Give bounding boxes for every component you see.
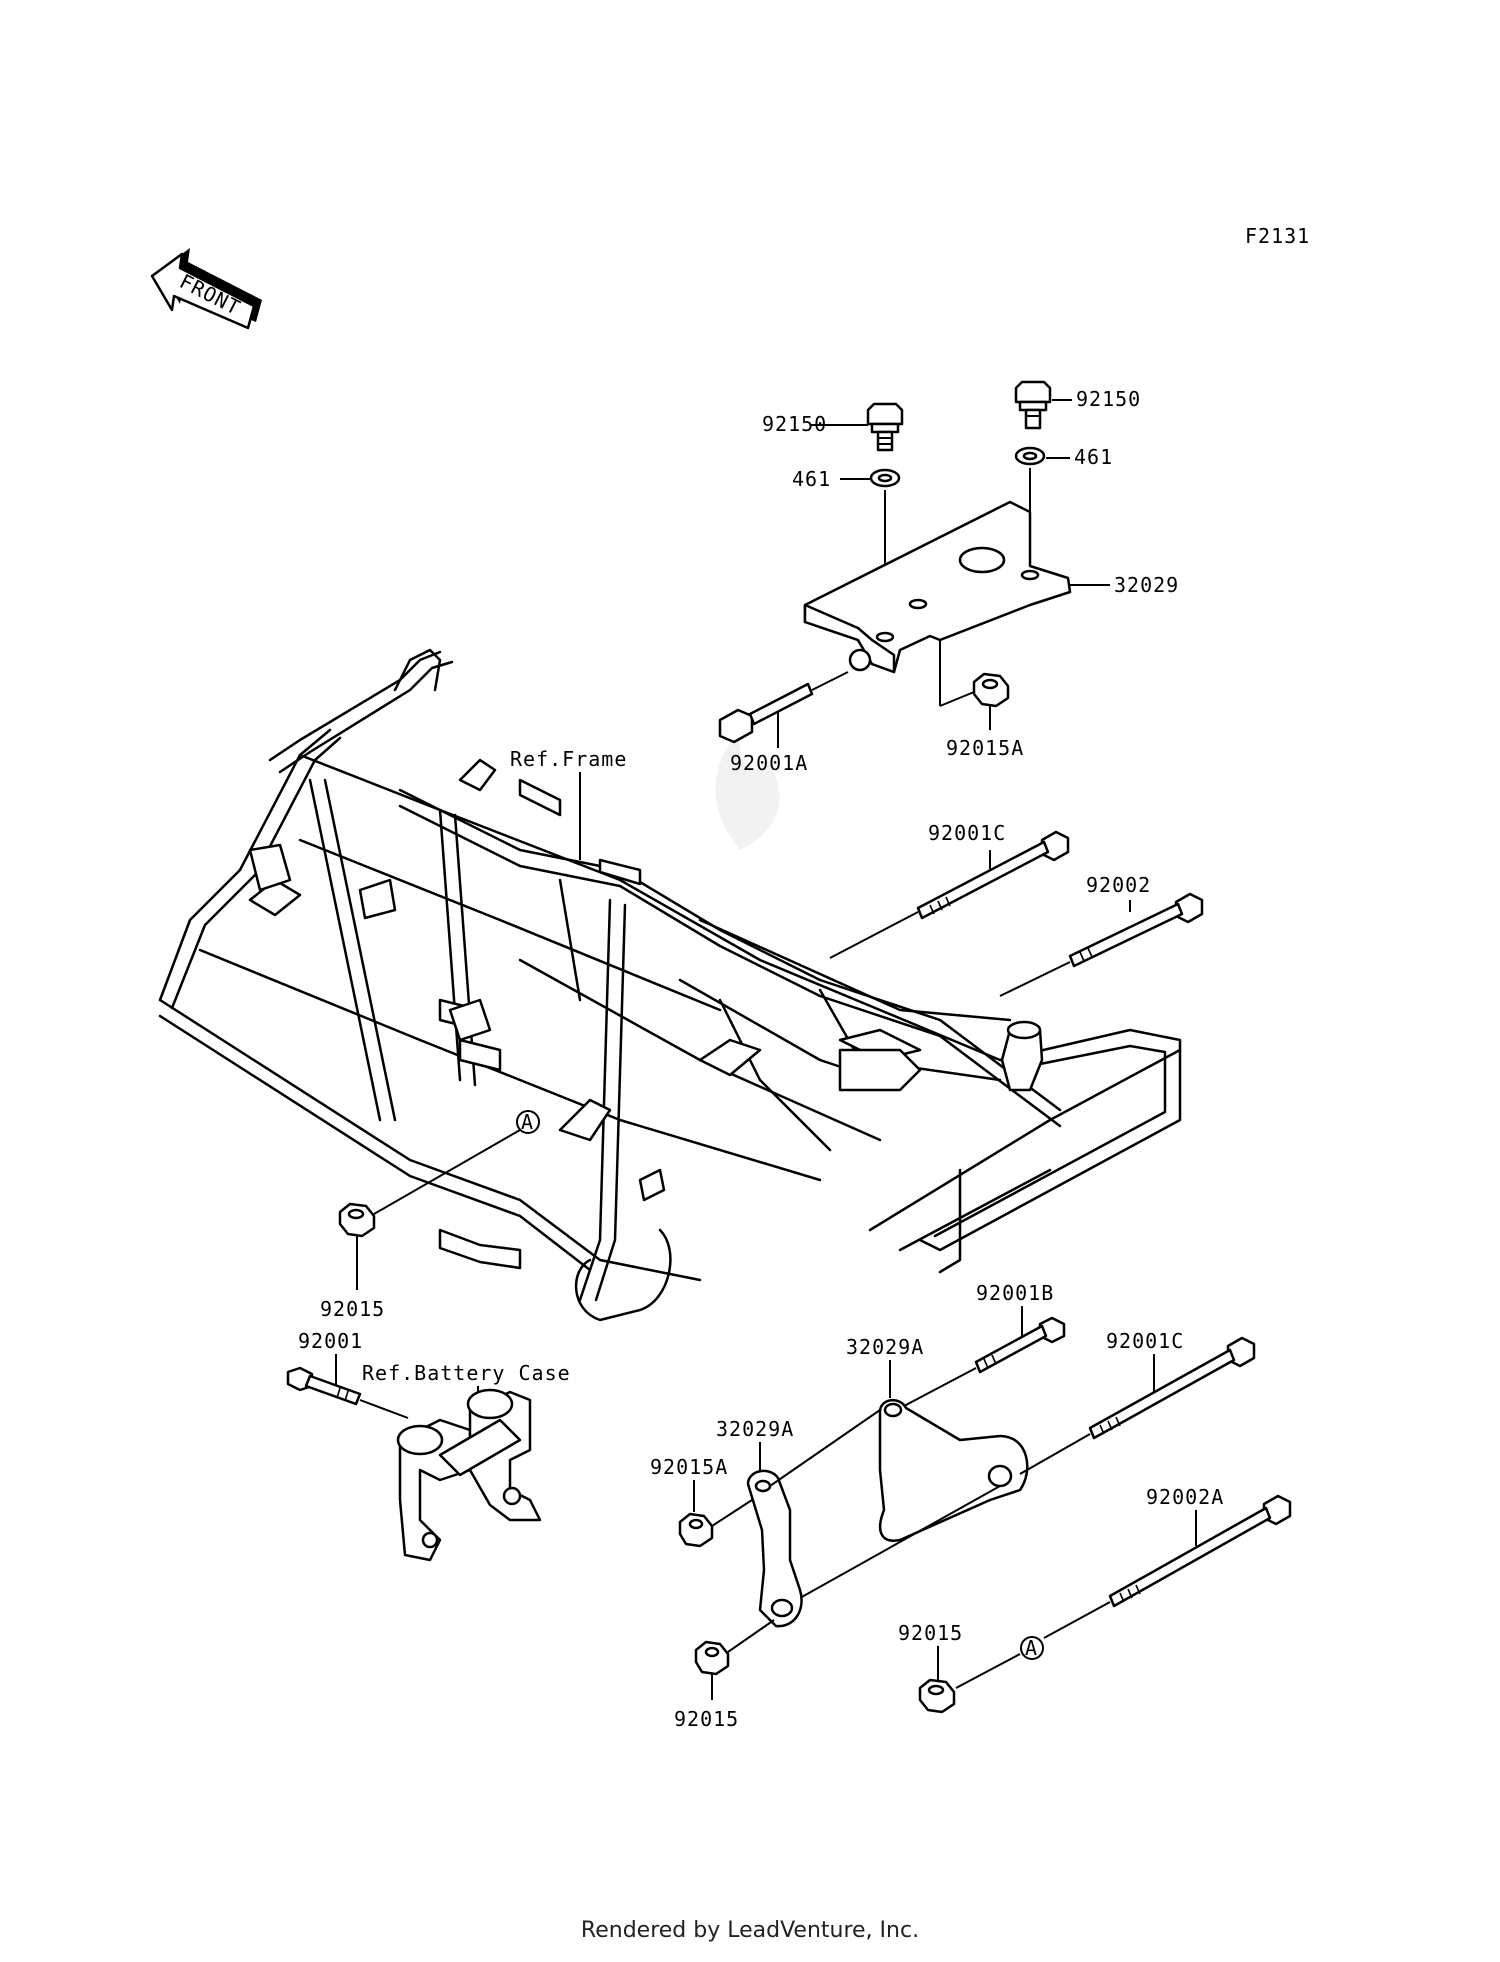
bolt-92150-right-icon xyxy=(1014,380,1052,430)
watermark-logo xyxy=(715,730,780,850)
label-32029A-upper: 32029A xyxy=(846,1335,924,1359)
leader-92015-bottom-axis xyxy=(727,1619,775,1653)
front-arrow-icon: FRONT xyxy=(150,248,262,330)
label-92015-right: 92015 xyxy=(898,1621,963,1645)
label-92001B: 92001B xyxy=(976,1281,1054,1305)
battery-case-bracket-icon xyxy=(396,1388,542,1562)
washer-461-right-icon xyxy=(1014,446,1046,466)
label-461-left: 461 xyxy=(792,467,831,491)
leader-92001C-top-axis xyxy=(829,911,919,959)
bolt-92002A-icon xyxy=(1108,1494,1292,1608)
bolt-92001A-icon xyxy=(718,682,814,744)
frame-assembly-icon xyxy=(158,648,1182,1322)
leader-92002-axis xyxy=(999,961,1071,997)
leader-92002A-axis xyxy=(1043,1601,1111,1639)
label-92002: 92002 xyxy=(1086,873,1151,897)
bolt-92001-icon xyxy=(286,1366,362,1406)
bolt-92001C-top-icon xyxy=(916,830,1070,920)
leader-92001B-axis xyxy=(903,1367,977,1407)
leader-92015A-lower-axis xyxy=(711,1499,753,1527)
nut-92015A-top-icon xyxy=(972,672,1010,708)
leader-92001-axis xyxy=(359,1399,409,1419)
leader-callout-a-lower xyxy=(955,1653,1021,1689)
bracket-32029A-upper-icon xyxy=(878,1399,1029,1542)
leader-92001C-lower-through xyxy=(799,1485,1001,1599)
bolt-92150-left-icon xyxy=(866,402,904,452)
label-92001A: 92001A xyxy=(730,751,808,775)
leader-92001C-lower-axis xyxy=(1019,1433,1091,1475)
label-32029A-lower: 32029A xyxy=(716,1417,794,1441)
label-92015A-lower: 92015A xyxy=(650,1455,728,1479)
label-92001C-lower: 92001C xyxy=(1106,1329,1184,1353)
leader-92015-frame-axis xyxy=(373,1129,521,1215)
callout-a-lower-text: A xyxy=(1025,1636,1038,1660)
label-92015A-top: 92015A xyxy=(946,736,1024,760)
callout-a-frame-text: A xyxy=(521,1110,534,1134)
nut-92015-right-icon xyxy=(918,1678,956,1714)
label-32029: 32029 xyxy=(1114,573,1179,597)
bracket-32029A-lower-icon xyxy=(746,1469,803,1628)
label-461-right: 461 xyxy=(1074,445,1113,469)
label-92015-bottom: 92015 xyxy=(674,1707,739,1731)
ref-battery-case-label: Ref.Battery Case xyxy=(362,1361,571,1385)
label-92001C-top: 92001C xyxy=(928,821,1006,845)
washer-461-left-icon xyxy=(869,468,901,488)
label-92150-right: 92150 xyxy=(1076,387,1141,411)
bracket-32029-icon xyxy=(803,500,1072,674)
label-92150-left: 92150 xyxy=(762,412,827,436)
bolt-92001C-lower-icon xyxy=(1088,1336,1256,1440)
leader-92001A-axis xyxy=(811,671,849,691)
footer-credit: Rendered by LeadVenture, Inc. xyxy=(580,1918,920,1943)
bolt-92001B-icon xyxy=(974,1316,1066,1374)
bolt-92002-icon xyxy=(1068,892,1204,968)
diagram-code: F2131 xyxy=(1245,224,1310,248)
label-92015-frame: 92015 xyxy=(320,1297,385,1321)
nut-92015-frame-icon xyxy=(338,1202,376,1238)
nut-92015A-lower-icon xyxy=(678,1512,714,1548)
nut-92015-bottom-icon xyxy=(694,1640,730,1676)
ref-frame-label: Ref.Frame xyxy=(510,747,627,771)
callout-a-frame-icon: A xyxy=(516,1110,540,1134)
callout-a-lower-icon: A xyxy=(1020,1636,1044,1660)
label-92001: 92001 xyxy=(298,1329,363,1353)
label-92002A: 92002A xyxy=(1146,1485,1224,1509)
leader-92015A-top-nut xyxy=(939,691,975,707)
leader-32029A-pair xyxy=(769,1409,881,1487)
